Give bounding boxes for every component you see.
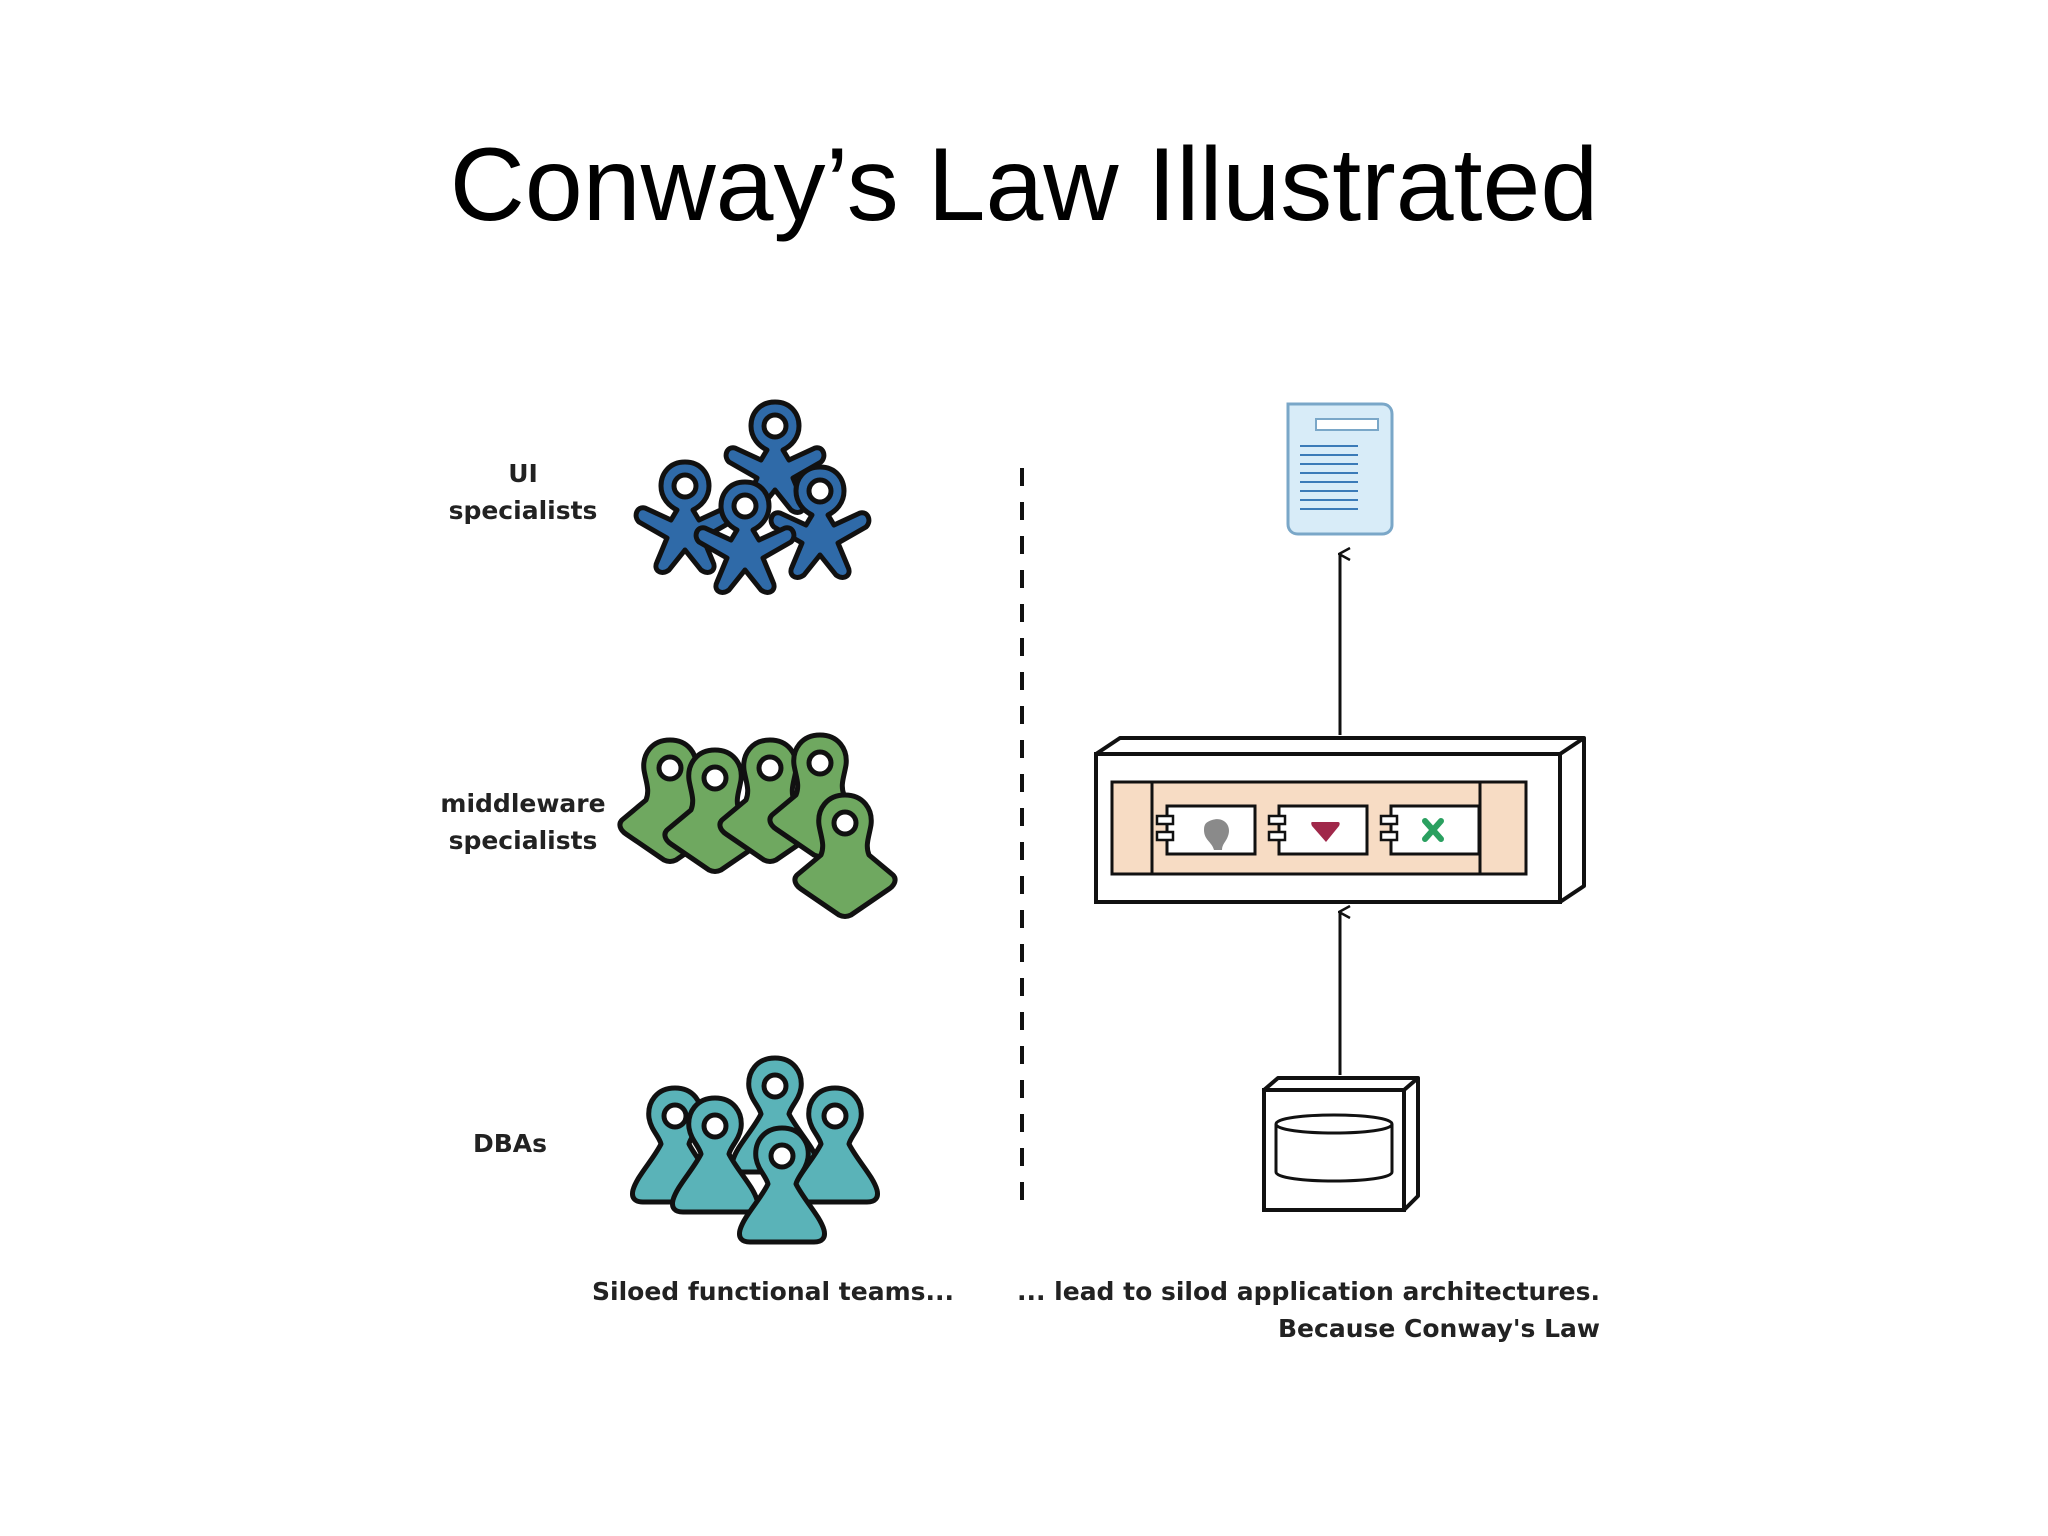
page-title: Conway’s Law Illustrated: [449, 127, 1599, 243]
team-label-line: DBAs: [472, 1129, 548, 1158]
team-label-line: UI: [508, 459, 538, 488]
ui-specialists-group-icon: [636, 402, 869, 592]
team-label-ui: UI specialists: [408, 455, 638, 529]
team-label-line: middleware: [440, 789, 606, 818]
middleware-specialists-group-icon: [620, 735, 895, 917]
team-label-dbas: DBAs: [395, 1125, 625, 1162]
team-label-line: specialists: [448, 496, 598, 525]
caption-left: Siloed functional teams...: [592, 1277, 954, 1306]
caption-right: ... lead to silod application architectu…: [1017, 1273, 1600, 1347]
team-label-line: specialists: [448, 826, 598, 855]
heart-icon: [1311, 822, 1340, 842]
caption-right-line: ... lead to silod application architectu…: [1016, 1277, 1600, 1306]
dbas-group-icon: [632, 1058, 877, 1242]
component-box: [1155, 804, 1257, 856]
x-icon: [1422, 818, 1444, 842]
database-icon: [1262, 1076, 1420, 1212]
team-label-middleware: middleware specialists: [408, 785, 638, 859]
document-icon: [1286, 402, 1394, 536]
caption-right-line: Because Conway's Law: [1278, 1314, 1600, 1343]
component-box: [1267, 804, 1369, 856]
server-component-box-icon: [1094, 736, 1586, 904]
brain-icon: [1204, 819, 1230, 850]
component-box: [1379, 804, 1481, 856]
